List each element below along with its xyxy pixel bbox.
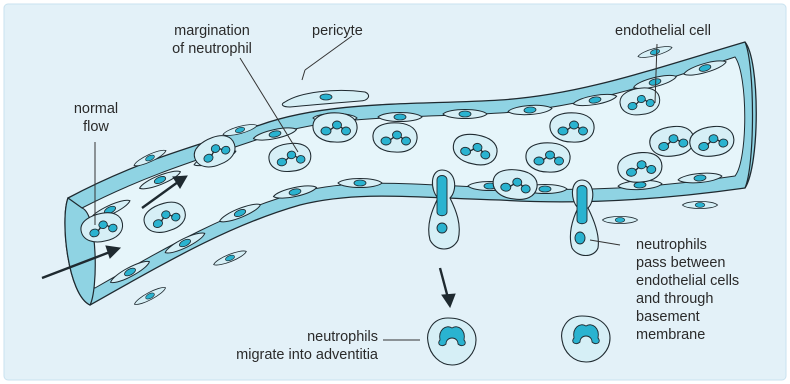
label-pericyte: pericyte xyxy=(312,22,363,40)
label-neutrophils-pass: neutrophils pass between endothelial cel… xyxy=(636,236,739,344)
label-normal-flow: normal flow xyxy=(64,100,128,136)
neutrophil-adventitia-2 xyxy=(562,316,610,362)
label-neutrophils-migrate: neutrophils migrate into adventitia xyxy=(206,328,378,364)
label-endothelial-cell: endothelial cell xyxy=(615,22,711,40)
label-margination: margination of neutrophil xyxy=(148,22,276,58)
transmigrating-neutrophil-1 xyxy=(429,170,460,249)
